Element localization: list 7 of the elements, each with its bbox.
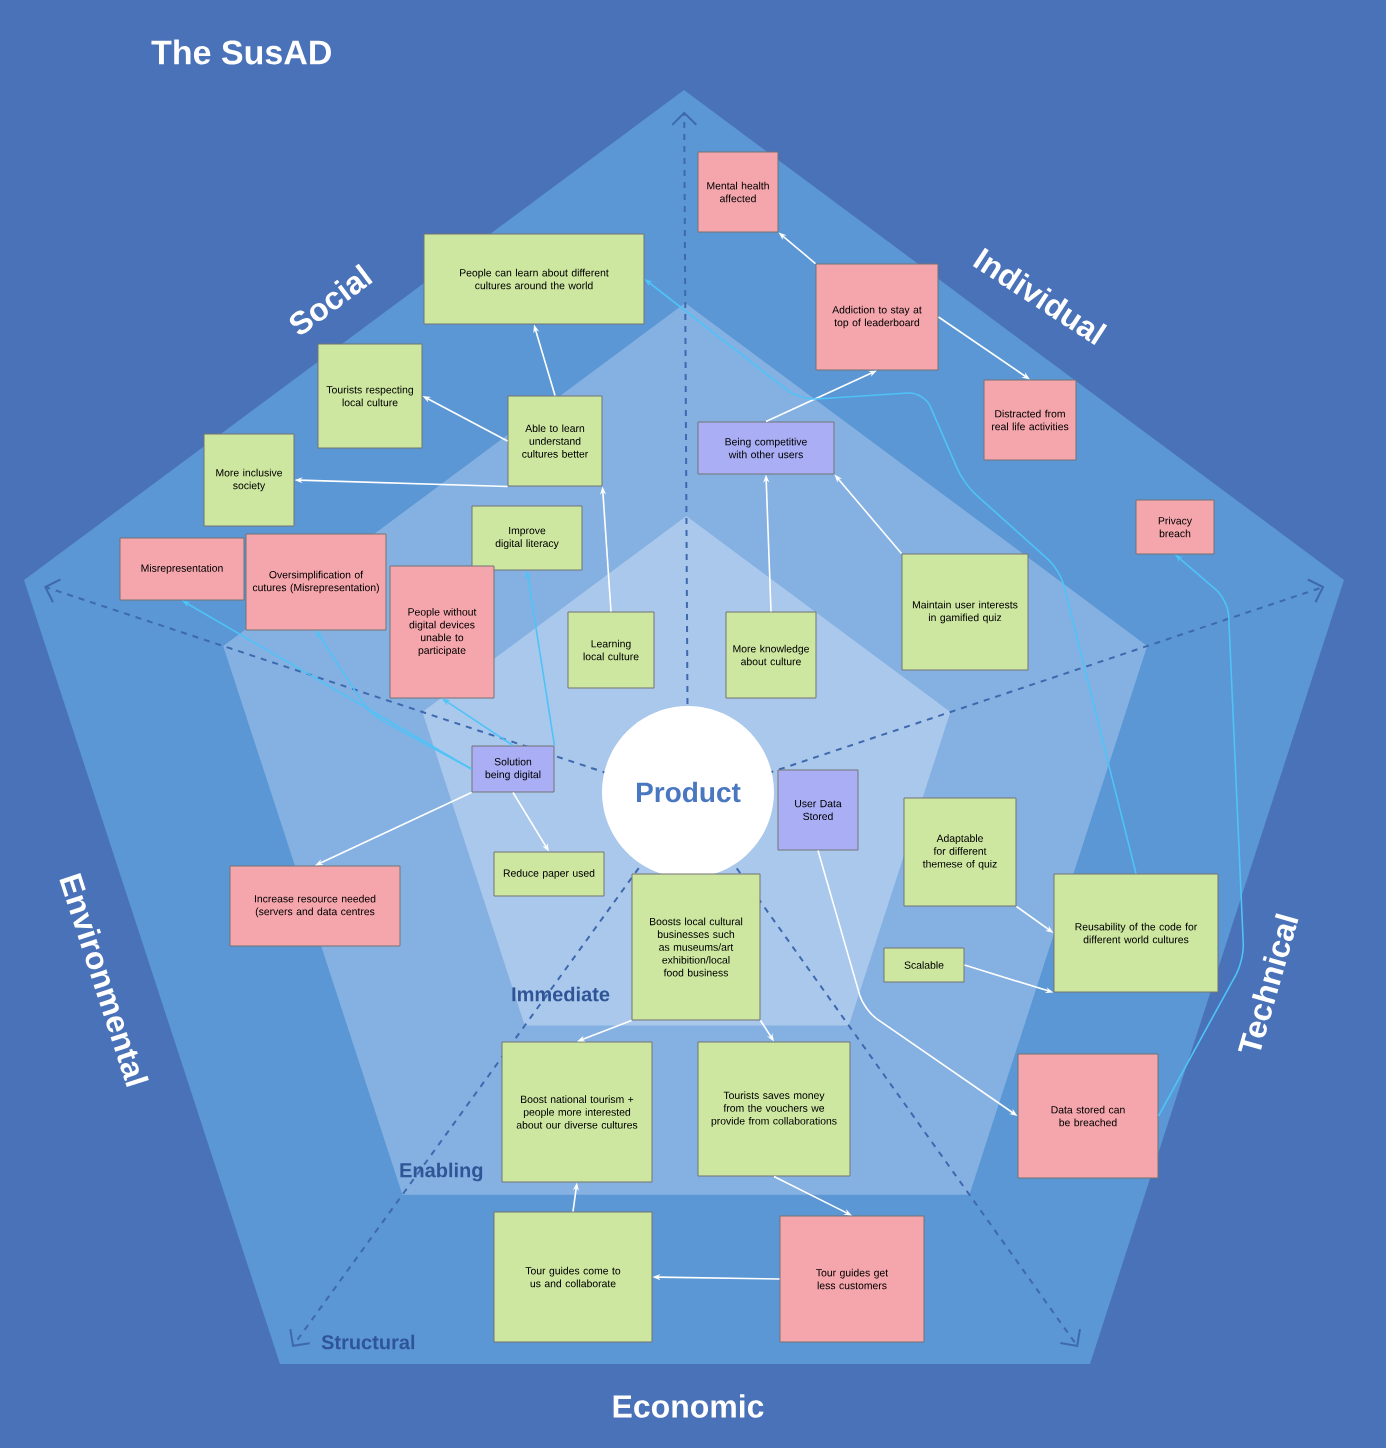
level-label: Structural [321,1334,415,1350]
level-label: Immediate [512,986,610,1002]
arrow [442,698,514,747]
dimension-label: Economic [613,1394,764,1418]
arrow [937,316,1030,380]
level-label: Enabling [400,1162,483,1182]
title: The SusAD [151,39,331,65]
